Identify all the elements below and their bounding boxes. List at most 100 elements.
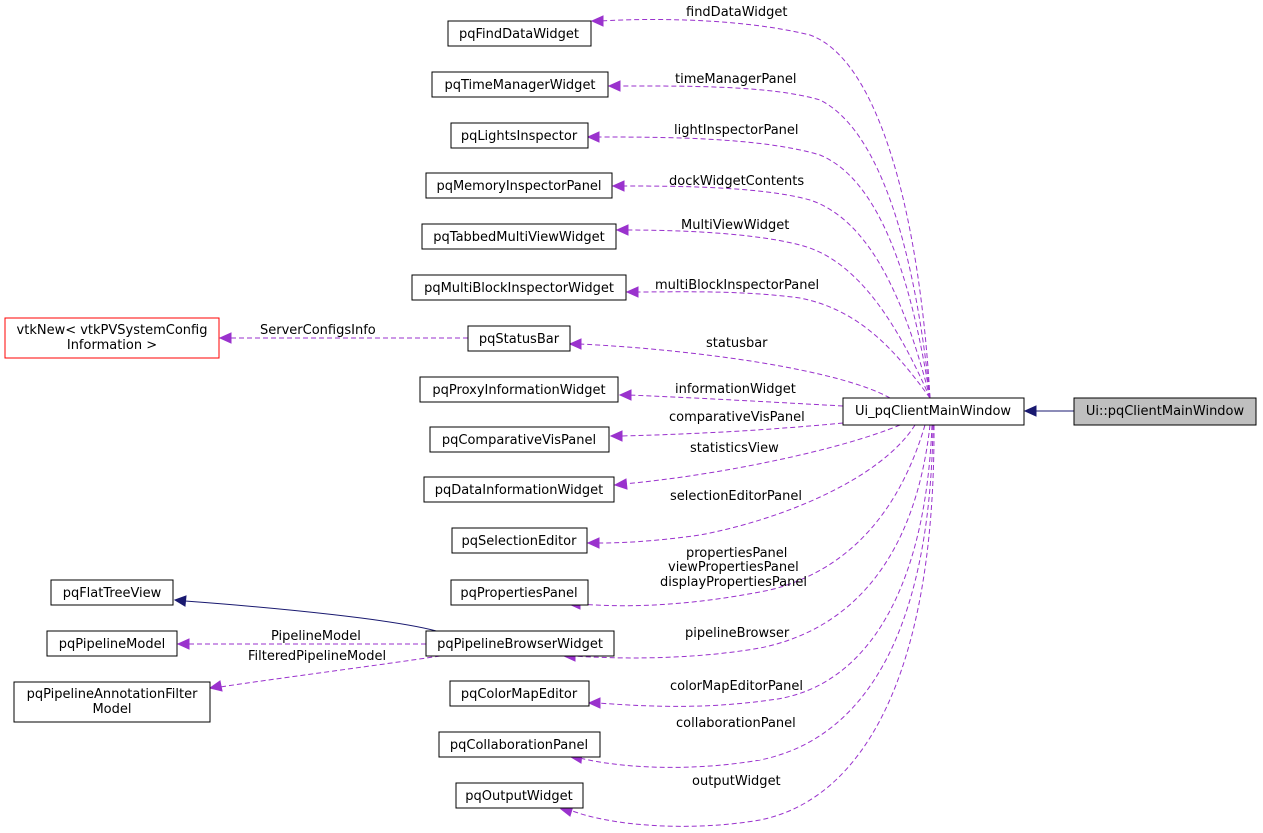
edge-collaborationPanel — [579, 424, 934, 768]
edge-timeManagerPanel — [619, 85, 931, 399]
node-pipelineBrowserWidget[interactable]: pqPipelineBrowserWidget — [425, 630, 615, 657]
edge-pipelineBrowser — [572, 424, 931, 659]
node-findDataWidget[interactable]: pqFindDataWidget — [447, 20, 592, 47]
node-label: pqPipelineBrowserWidget — [437, 637, 603, 652]
arrow-multiViewWidget — [615, 224, 629, 236]
edge-dockWidgetContents — [620, 185, 931, 399]
node-ui-ns-pqClientMainWindow[interactable]: Ui::pqClientMainWindow — [1073, 397, 1257, 426]
node-label: pqMemoryInspectorPanel — [436, 179, 601, 194]
edge-outputWidget — [569, 424, 935, 827]
node-statusBar[interactable]: pqStatusBar — [467, 325, 571, 352]
node-lightsInspector[interactable]: pqLightsInspector — [450, 122, 589, 149]
arrow-serverConfigsInfo — [218, 332, 232, 344]
inherit-arrow-mainwindow — [1023, 405, 1037, 417]
label-displayPropertiesPanel: displayPropertiesPanel — [660, 575, 807, 590]
label-serverConfigsInfo: ServerConfigsInfo — [260, 323, 376, 338]
arrow-statisticsView — [613, 478, 628, 490]
node-dataInformationWidget[interactable]: pqDataInformationWidget — [423, 476, 615, 503]
node-flatTreeView[interactable]: pqFlatTreeView — [50, 579, 174, 606]
node-selectionEditor[interactable]: pqSelectionEditor — [451, 527, 588, 554]
node-tabbedMultiViewWidget[interactable]: pqTabbedMultiViewWidget — [421, 223, 617, 250]
label-pipelineBrowser: pipelineBrowser — [685, 626, 790, 641]
node-label: Ui::pqClientMainWindow — [1086, 404, 1245, 419]
arrow-comparativeVisPanel — [609, 430, 623, 442]
usage-arrowheads — [176, 15, 639, 817]
node-label: pqMultiBlockInspectorWidget — [424, 281, 614, 296]
node-proxyInformationWidget[interactable]: pqProxyInformationWidget — [419, 376, 619, 403]
arrow-informationWidget — [618, 389, 632, 401]
edge-statusbar — [579, 343, 891, 399]
node-pipelineAnnotationFilterModel[interactable]: pqPipelineAnnotationFilter Model — [13, 681, 211, 723]
inheritance-edges — [173, 405, 1074, 633]
node-collaborationPanel[interactable]: pqCollaborationPanel — [438, 731, 601, 758]
node-label: pqFindDataWidget — [459, 27, 579, 42]
node-label-line2: Model — [92, 702, 131, 717]
label-statusbar: statusbar — [706, 336, 768, 351]
node-propertiesPanel[interactable]: pqPropertiesPanel — [450, 579, 589, 606]
node-label: pqDataInformationWidget — [435, 483, 604, 498]
arrow-pipelineModel — [176, 638, 190, 650]
node-label: pqTimeManagerWidget — [444, 78, 595, 93]
edge-lightInspectorPanel — [596, 136, 931, 399]
label-outputWidget: outputWidget — [692, 774, 781, 789]
arrow-lightInspectorPanel — [586, 131, 600, 143]
arrow-findDataWidget — [590, 15, 604, 27]
edge-findDataWidget — [599, 19, 931, 399]
node-label-line1: pqPipelineAnnotationFilter — [27, 687, 199, 702]
arrow-timeManagerPanel — [607, 80, 621, 92]
arrow-selectionEditorPanel — [586, 537, 600, 549]
node-ui-pqClientMainWindow[interactable]: Ui_pqClientMainWindow — [842, 397, 1025, 426]
edge-labels: findDataWidget timeManagerPanel lightIns… — [248, 5, 819, 789]
label-findDataWidget: findDataWidget — [686, 5, 788, 20]
node-comparativeVisPanel[interactable]: pqComparativeVisPanel — [429, 426, 610, 453]
node-label: pqComparativeVisPanel — [442, 433, 596, 448]
arrow-colorMapEditorPanel — [587, 697, 601, 709]
label-selectionEditorPanel: selectionEditorPanel — [670, 489, 802, 504]
node-label: pqOutputWidget — [465, 789, 572, 804]
label-comparativeVisPanel: comparativeVisPanel — [669, 410, 805, 425]
node-label: pqPipelineModel — [59, 637, 165, 652]
edge-multiBlockInspectorPanel — [634, 291, 931, 399]
usage-edges — [188, 19, 935, 827]
label-filteredPipelineModel: FilteredPipelineModel — [248, 649, 386, 664]
node-label: pqStatusBar — [479, 332, 560, 347]
inherit-edge-flattreeview — [184, 600, 441, 633]
node-multiBlockInspectorWidget[interactable]: pqMultiBlockInspectorWidget — [411, 274, 627, 301]
label-statisticsView: statisticsView — [690, 441, 779, 456]
node-timeManagerWidget[interactable]: pqTimeManagerWidget — [431, 71, 609, 98]
label-pipelineModel: PipelineModel — [271, 629, 361, 644]
label-collaborationPanel: collaborationPanel — [676, 716, 796, 731]
node-label: Ui_pqClientMainWindow — [855, 404, 1011, 419]
label-colorMapEditorPanel: colorMapEditorPanel — [670, 679, 803, 694]
node-colorMapEditor[interactable]: pqColorMapEditor — [449, 680, 590, 707]
node-vtkNew-systemConfigInformation[interactable]: vtkNew< vtkPVSystemConfig Information > — [4, 317, 220, 359]
node-label: pqSelectionEditor — [462, 534, 578, 549]
edge-comparativeVisPanel — [619, 422, 844, 437]
label-timeManagerPanel: timeManagerPanel — [675, 72, 796, 87]
label-informationWidget: informationWidget — [675, 382, 796, 397]
edge-selectionEditorPanel — [596, 424, 916, 544]
inherit-arrow-flattreeview — [173, 595, 187, 607]
node-label: pqPropertiesPanel — [460, 586, 577, 601]
label-lightInspectorPanel: lightInspectorPanel — [674, 123, 799, 138]
node-label: pqColorMapEditor — [461, 687, 578, 702]
edge-multiViewWidget — [624, 229, 931, 399]
node-outputWidget[interactable]: pqOutputWidget — [455, 782, 584, 809]
label-multiViewWidget: MultiViewWidget — [681, 218, 789, 233]
label-viewPropertiesPanel: viewPropertiesPanel — [668, 560, 799, 575]
edge-statisticsView — [623, 424, 901, 485]
node-label: pqLightsInspector — [461, 129, 578, 144]
node-label-line1: vtkNew< vtkPVSystemConfig — [17, 323, 208, 338]
node-label-line2: Information > — [67, 338, 157, 353]
edge-informationWidget — [627, 394, 844, 407]
arrow-multiBlockInspectorPanel — [625, 286, 639, 298]
node-label: pqCollaborationPanel — [450, 738, 588, 753]
node-memoryInspectorPanel[interactable]: pqMemoryInspectorPanel — [425, 172, 613, 199]
label-multiBlockInspectorPanel: multiBlockInspectorPanel — [655, 278, 819, 293]
node-label: pqFlatTreeView — [63, 586, 162, 601]
node-label: pqProxyInformationWidget — [432, 383, 605, 398]
node-pipelineModel[interactable]: pqPipelineModel — [46, 630, 178, 657]
edge-propertiesPanel — [577, 424, 926, 607]
arrow-filteredPipelineModel — [208, 680, 223, 692]
